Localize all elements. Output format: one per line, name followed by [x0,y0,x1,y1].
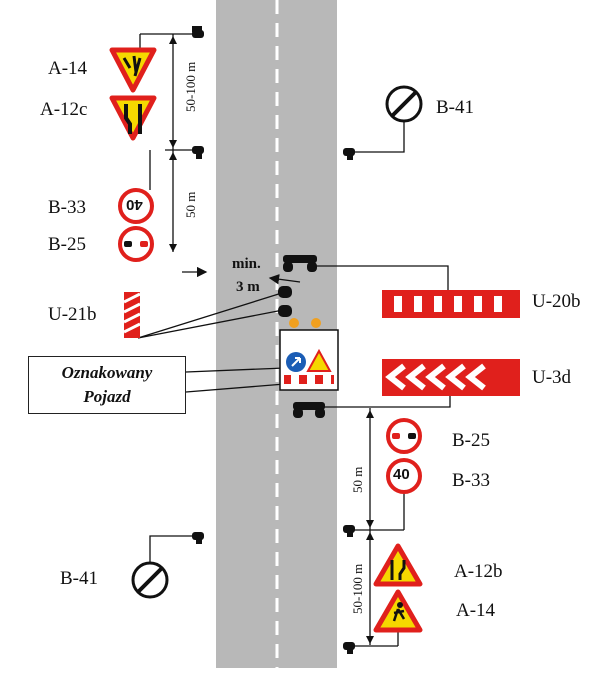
label-b25-left: B-25 [48,234,86,255]
distance-top-short: 50 m [183,191,198,218]
label-a12c: A-12c [40,99,88,120]
label-b41-right: B-41 [436,97,474,118]
sign-a12c [109,95,157,141]
label-a12b: A-12b [454,561,503,582]
sign-posts [192,26,355,654]
label-u21b: U-21b [48,304,97,325]
sign-u21b [123,292,141,338]
label-b25-right: B-25 [452,430,490,451]
min-distance-line1: min. [232,256,261,272]
b33-left-value: 40 [126,196,143,213]
distance-top-long: 50-100 m [183,61,198,112]
label-b41-left: B-41 [60,568,98,589]
connector-lines [137,120,451,562]
label-u20b: U-20b [532,291,581,312]
vehicle-label-line1: Oznakowany [61,363,153,382]
sign-a14-bottom [373,589,423,633]
label-a14-bottom: A-14 [456,600,496,621]
sign-b33-left [118,188,154,224]
vehicle-on-road [279,318,339,418]
label-b33-left: B-33 [48,197,86,218]
sign-b41-right [385,85,423,123]
min-distance-line2: 3 m [236,279,260,295]
vehicle-label-line2: Pojazd [83,387,131,406]
label-u3d: U-3d [532,367,572,388]
label-a14-top: A-14 [48,58,88,79]
road-barrier-top [278,255,317,317]
sign-b41-left [131,561,169,599]
label-b33-right: B-33 [452,470,490,491]
distance-bottom-long: 50-100 m [350,563,365,614]
b33-right-value: 40 [393,466,410,483]
sign-b25-left [118,226,154,262]
vehicle-label-box: Oznakowany Pojazd [28,356,186,414]
sign-b25-right [386,418,422,454]
sign-a14-top [109,47,157,93]
sign-u20b [382,290,520,318]
sign-a12b [373,543,423,587]
distance-bottom-short: 50 m [350,466,365,493]
sign-u3d [382,359,520,396]
sign-b33-right [386,458,422,494]
